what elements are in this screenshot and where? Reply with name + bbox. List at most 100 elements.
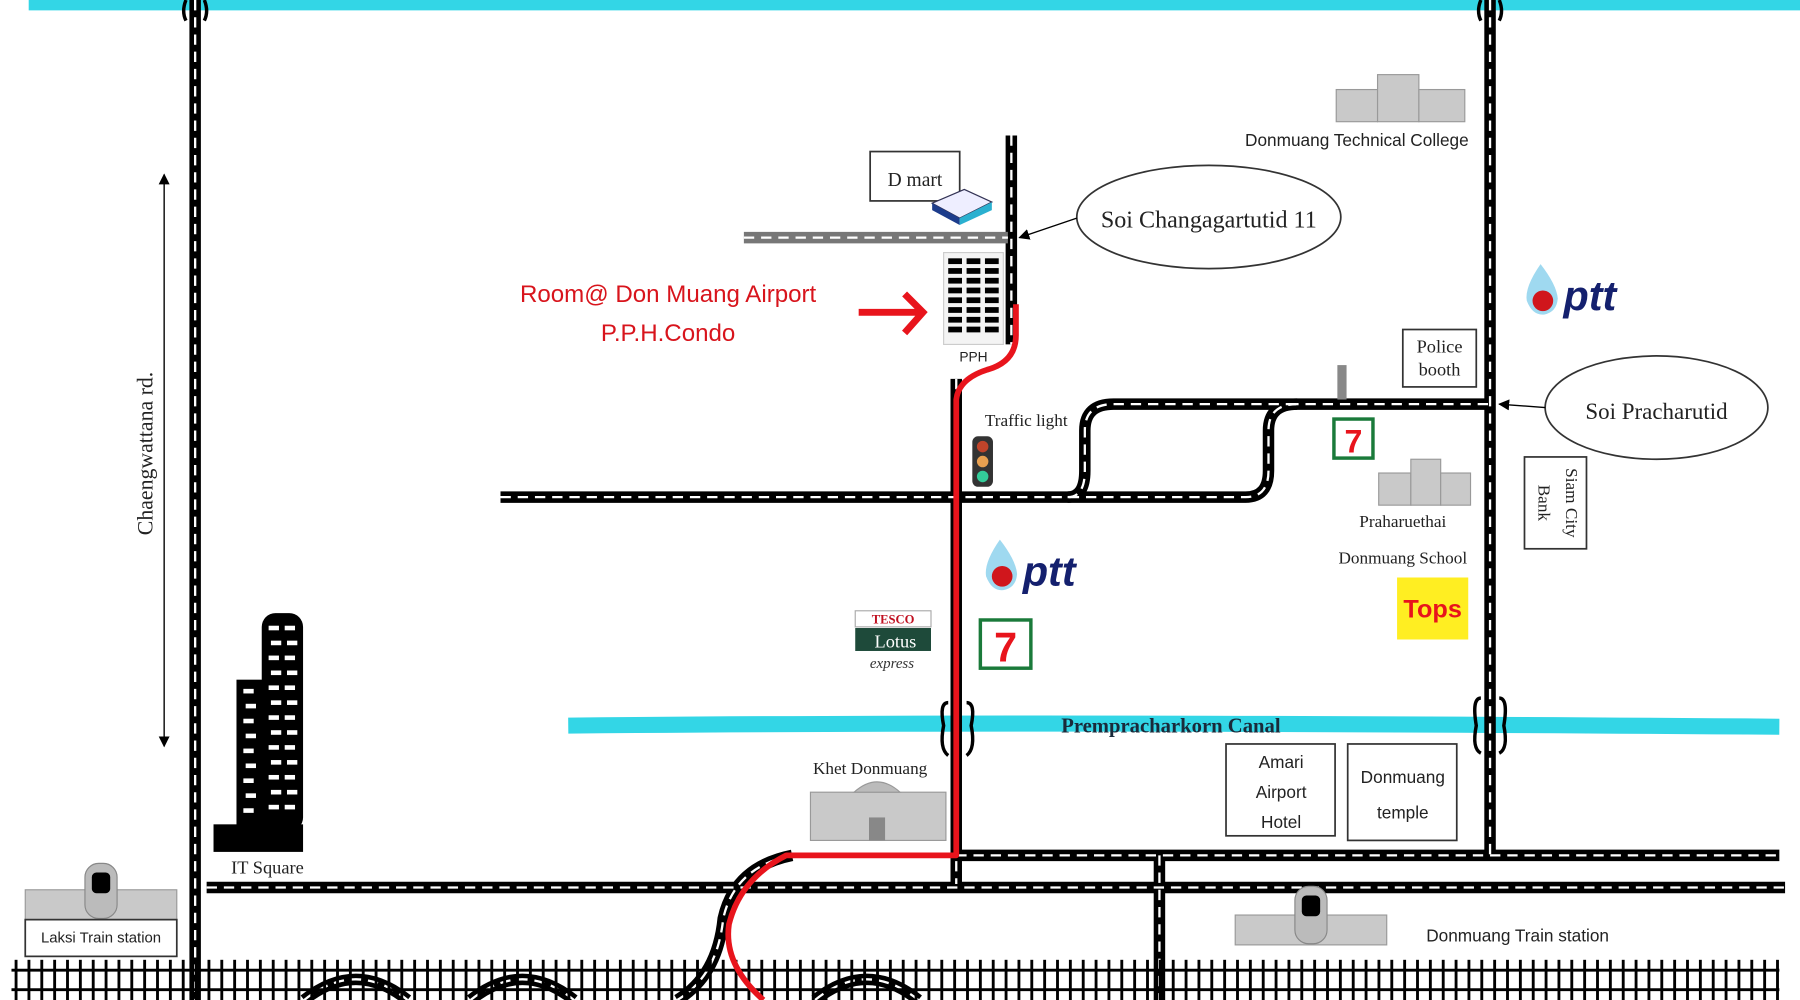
window <box>948 297 962 304</box>
canal-label: Prempracharkorn Canal <box>1061 715 1281 737</box>
window <box>270 730 282 735</box>
dmart-building-icon <box>930 188 994 226</box>
window <box>243 718 254 724</box>
tesco-lotus-logo: TESCO Lotus express <box>854 610 932 672</box>
temple-line2: temple <box>1377 803 1429 823</box>
siam-city-bank-box <box>1523 456 1588 550</box>
window <box>268 685 279 691</box>
window <box>948 326 962 333</box>
svg-text:7: 7 <box>1345 423 1363 459</box>
laksi-station-label: Laksi Train station <box>41 930 161 947</box>
window <box>966 277 981 284</box>
hotel-pointer-arrow <box>858 291 928 336</box>
police-post-icon <box>1337 365 1347 400</box>
hotel-name-line2: P.P.H.Condo <box>601 320 735 347</box>
window <box>966 287 981 294</box>
route-to-hotel <box>725 304 1019 1000</box>
window <box>984 277 999 284</box>
traffic-light-label: Traffic light <box>985 411 1068 430</box>
window <box>270 789 282 795</box>
window <box>966 326 981 333</box>
school-building-icon <box>1335 74 1466 123</box>
prempracharkorn-canal <box>568 715 1780 735</box>
amari-line2: Airport <box>1256 782 1307 802</box>
window <box>270 700 282 705</box>
svg-text:7: 7 <box>994 624 1017 670</box>
window <box>245 703 256 709</box>
temple-line1: Donmuang <box>1361 767 1445 787</box>
soi-pracharutid-label: Soi Pracharutid <box>1585 399 1728 424</box>
window <box>268 804 279 810</box>
window <box>948 307 962 313</box>
dmart-label: D mart <box>888 170 943 191</box>
svg-text:ptt: ptt <box>1022 549 1078 595</box>
tops-logo: Tops <box>1403 596 1461 624</box>
window <box>268 774 279 780</box>
window <box>948 316 962 323</box>
window <box>270 670 282 676</box>
train-station-icon <box>24 862 178 921</box>
window <box>984 268 999 274</box>
window <box>984 326 999 333</box>
window <box>284 804 296 810</box>
school-building-icon <box>1378 458 1472 506</box>
window <box>966 316 981 323</box>
window <box>948 287 962 294</box>
window <box>270 760 282 765</box>
window <box>284 655 296 661</box>
train-station-icon <box>1234 885 1388 946</box>
window <box>243 778 254 784</box>
svg-text:ptt: ptt <box>1563 273 1619 319</box>
window <box>284 715 296 720</box>
window <box>966 297 981 304</box>
window <box>984 307 999 313</box>
police-booth-box <box>1401 328 1478 388</box>
window <box>286 670 298 676</box>
railway-track <box>11 959 1780 1000</box>
ptt-logo-center: ptt <box>985 539 1078 595</box>
bridge-icon <box>181 0 1508 757</box>
police-booth-line2: booth <box>1419 359 1461 379</box>
praharuethai-label: Praharuethai <box>1359 512 1446 531</box>
donmuang-station-label: Donmuang Train station <box>1426 925 1609 945</box>
window <box>984 316 999 323</box>
amari-line3: Hotel <box>1261 812 1301 832</box>
window <box>284 685 296 691</box>
police-booth-line1: Police <box>1417 336 1463 356</box>
condo-building-icon <box>943 252 1004 346</box>
window <box>948 268 962 274</box>
window <box>286 640 298 646</box>
window <box>243 748 254 754</box>
svg-text:express: express <box>870 656 914 672</box>
window <box>286 789 298 795</box>
district-office-building-icon <box>809 781 947 841</box>
donmuang-school-label: Donmuang School <box>1338 549 1467 568</box>
technical-college-label: Donmuang Technical College <box>1245 130 1469 150</box>
window <box>286 760 298 765</box>
laksi-station-box <box>24 918 178 958</box>
road-centerline <box>1067 402 1298 499</box>
tops-logo-bg <box>1397 577 1469 640</box>
window <box>984 287 999 294</box>
amari-line1: Amari <box>1259 752 1304 772</box>
window <box>966 307 981 313</box>
amari-hotel-box <box>1225 743 1336 837</box>
chaengwattana-road-label: Chaengwattana rd. <box>134 372 158 535</box>
khet-donmuang-label: Khet Donmuang <box>813 759 928 778</box>
seven-eleven-logo: 7 <box>1332 417 1375 460</box>
road-centerline <box>469 978 575 1000</box>
window <box>245 763 256 769</box>
pph-label: PPH <box>959 350 987 365</box>
window <box>984 258 999 265</box>
window <box>286 700 298 705</box>
window <box>243 688 254 694</box>
window <box>948 258 962 265</box>
window <box>984 297 999 304</box>
window <box>948 277 962 284</box>
window <box>245 793 256 798</box>
window <box>966 268 981 274</box>
window <box>284 625 296 631</box>
siam-city-line1: Siam City <box>1562 468 1581 538</box>
window <box>286 730 298 735</box>
